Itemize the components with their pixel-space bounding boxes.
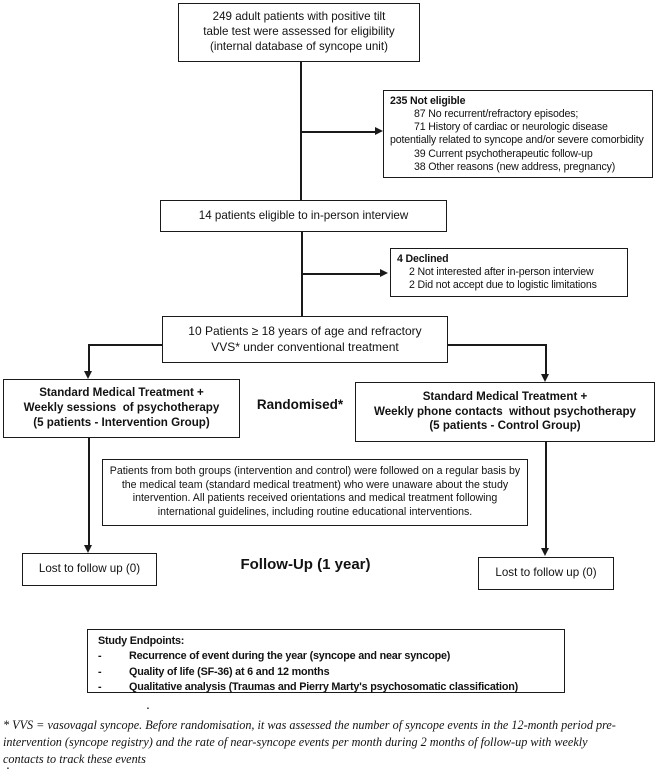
- connector-elbow-right-vertical: [545, 344, 547, 375]
- footnote-line-2: intervention (syncope registry) and the …: [3, 735, 588, 750]
- followup-info-box: Patients from both groups (intervention …: [102, 459, 528, 526]
- endpoints-dash-3: -: [98, 680, 102, 693]
- endpoints-dash-1: -: [98, 650, 102, 663]
- intervention-line-2: Weekly sessions of psychotherapy: [23, 401, 220, 415]
- eligible-text: 14 patients eligible to in-person interv…: [198, 208, 409, 222]
- endpoints-item-3: Qualitative analysis (Traumas and Pierry…: [129, 680, 519, 693]
- not-eligible-box: 235 Not eligible 87 No recurrent/refract…: [383, 90, 653, 178]
- footnote-line-1: * VVS = vasovagal syncope. Before random…: [3, 718, 616, 732]
- not-eligible-item-2-wrap: potentially related to syncope and/or se…: [390, 134, 644, 147]
- randomisable-box: 10 Patients ≥ 18 years of age and refrac…: [162, 316, 448, 363]
- not-eligible-title: 235 Not eligible: [390, 95, 466, 107]
- followup-label: Follow-Up (1 year): [240, 556, 371, 573]
- footnote-line-3: contacts to track these events: [3, 752, 146, 767]
- randomisable-line-2: VVS* under conventional treatment: [211, 339, 399, 354]
- connector-elbow-left-horizontal: [89, 344, 162, 346]
- not-eligible-item-1: 87 No recurrent/refractory episodes;: [414, 108, 579, 121]
- endpoints-row-1: - Recurrence of event during the year (s…: [98, 649, 564, 664]
- control-line-3: (5 patients - Control Group): [429, 419, 581, 433]
- declined-title: 4 Declined: [397, 253, 449, 265]
- endpoints-item-1: Recurrence of event during the year (syn…: [129, 650, 451, 663]
- arrowhead-lost-left: [84, 545, 92, 553]
- lost-right-text: Lost to follow up (0): [495, 566, 597, 580]
- endpoints-item-2: Quality of life (SF-36) at 6 and 12 mont…: [129, 665, 330, 678]
- not-eligible-item-3: 39 Current psychotherapeutic follow-up: [414, 147, 593, 160]
- lost-to-followup-left-box: Lost to follow up (0): [22, 553, 157, 586]
- endpoints-box: Study Endpoints: - Recurrence of event d…: [87, 629, 565, 693]
- connector-control-to-lost: [545, 442, 547, 549]
- assessed-line-1: 249 adult patients with positive tilt: [212, 10, 386, 24]
- arrowhead-not-eligible: [375, 127, 383, 135]
- randomisable-line-1: 10 Patients ≥ 18 years of age and refrac…: [188, 323, 422, 338]
- randomised-label: Randomised*: [256, 397, 344, 412]
- arrowhead-intervention: [84, 371, 92, 379]
- connector-elbow-left-vertical: [88, 344, 90, 372]
- stray-dot-mid: .: [146, 696, 150, 712]
- endpoints-row-2: - Quality of life (SF-36) at 6 and 12 mo…: [98, 665, 564, 680]
- connector-branch-not-eligible: [301, 131, 376, 133]
- control-box: Standard Medical Treatment + Weekly phon…: [355, 382, 655, 442]
- not-eligible-item-4: 38 Other reasons (new address, pregnancy…: [414, 160, 616, 173]
- connector-intervention-to-lost: [88, 438, 90, 546]
- arrowhead-lost-right: [541, 548, 549, 556]
- connector-assessed-to-eligible: [300, 62, 302, 200]
- assessed-line-3: (internal database of syncope unit): [210, 39, 388, 53]
- connector-elbow-right-horizontal: [448, 344, 546, 346]
- arrowhead-control: [541, 374, 549, 382]
- assessed-box: 249 adult patients with positive tilt ta…: [178, 3, 420, 62]
- lost-left-text: Lost to follow up (0): [38, 562, 141, 576]
- not-eligible-item-2: 71 History of cardiac or neurologic dise…: [414, 121, 608, 134]
- footnote: * VVS = vasovagal syncope. Before random…: [3, 717, 658, 768]
- connector-eligible-to-randomisable: [301, 232, 303, 316]
- declined-box: 4 Declined 2 Not interested after in-per…: [390, 248, 628, 297]
- control-line-2: Weekly phone contacts without psychother…: [374, 404, 636, 418]
- endpoints-title: Study Endpoints:: [98, 635, 185, 647]
- declined-item-2: 2 Did not accept due to logistic limitat…: [409, 279, 597, 292]
- declined-item-1: 2 Not interested after in-person intervi…: [409, 266, 594, 279]
- intervention-line-1: Standard Medical Treatment +: [39, 386, 204, 400]
- arrowhead-declined: [380, 269, 388, 277]
- intervention-box: Standard Medical Treatment + Weekly sess…: [3, 379, 240, 438]
- connector-branch-declined: [302, 273, 382, 275]
- assessed-line-2: table test were assessed for eligibility: [203, 25, 395, 39]
- stray-dot-bottom: .: [6, 756, 10, 772]
- eligible-box: 14 patients eligible to in-person interv…: [160, 200, 447, 232]
- intervention-line-3: (5 patients - Intervention Group): [33, 415, 210, 429]
- followup-info-text: Patients from both groups (intervention …: [109, 465, 521, 518]
- lost-to-followup-right-box: Lost to follow up (0): [478, 557, 614, 590]
- control-line-1: Standard Medical Treatment +: [422, 389, 588, 403]
- endpoints-dash-2: -: [98, 665, 102, 678]
- endpoints-row-3: - Qualitative analysis (Traumas and Pier…: [98, 680, 564, 695]
